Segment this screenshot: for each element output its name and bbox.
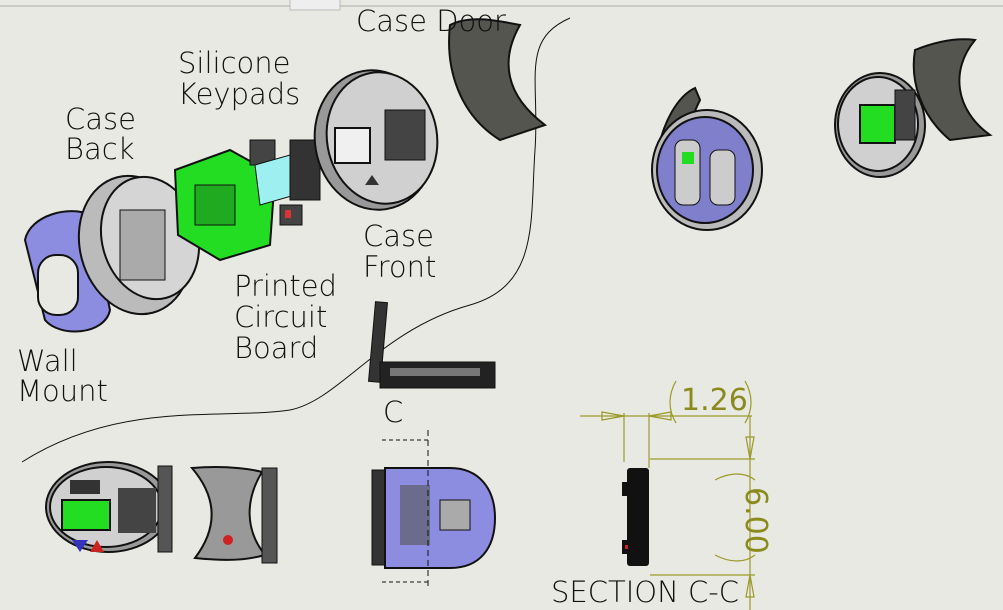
front-assembly-view	[834, 38, 993, 178]
label-silicone-keypads-1: Silicone	[178, 46, 291, 80]
label-section-marker: C	[383, 395, 403, 429]
label-case-front-2: Front	[363, 250, 436, 284]
dimension-depth[interactable]: 1.26	[681, 383, 748, 418]
pcb-part	[173, 148, 303, 262]
label-wall-mount-2: Mount	[17, 374, 108, 408]
case-door-part	[448, 18, 548, 142]
case-front-part	[313, 69, 439, 211]
toolbar-button[interactable]	[289, 0, 341, 11]
dimension-lines	[580, 380, 756, 610]
label-pcb-1: Printed	[234, 269, 337, 303]
rear-assembly-view	[651, 86, 763, 231]
case-back-part	[77, 174, 201, 316]
silicone-keypads-part	[249, 139, 321, 206]
label-case-door: Case Door	[356, 4, 506, 38]
label-case-back-1: Case	[65, 102, 136, 136]
bottom-door-view	[189, 466, 278, 564]
label-pcb-3: Board	[234, 331, 318, 365]
bottom-transparent-view	[371, 467, 497, 569]
label-wall-mount-1: Wall	[17, 344, 78, 378]
view-boundary-curve	[21, 17, 571, 463]
section-line-c	[382, 430, 429, 590]
dimension-height[interactable]: 6.00	[738, 487, 773, 554]
label-case-back-2: Back	[65, 132, 135, 166]
side-view	[367, 301, 496, 389]
label-silicone-keypads-2: Keypads	[178, 77, 300, 111]
bottom-front-view	[45, 461, 173, 553]
label-pcb-2: Circuit	[234, 300, 327, 334]
label-case-front-1: Case	[363, 219, 434, 253]
section-cc-part	[622, 468, 649, 566]
label-section-title: SECTION C-C	[551, 575, 739, 609]
